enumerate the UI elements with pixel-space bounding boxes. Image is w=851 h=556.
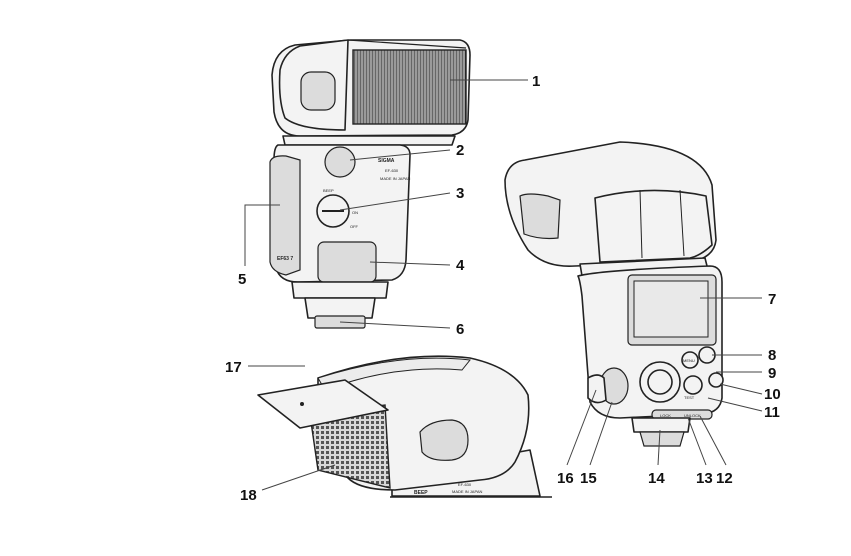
svg-text:MENU: MENU bbox=[683, 358, 695, 363]
callout-4: 4 bbox=[456, 257, 465, 274]
callout-14: 14 bbox=[648, 470, 665, 487]
on-label: ON bbox=[352, 210, 358, 215]
callout-9: 9 bbox=[768, 365, 776, 382]
test-button bbox=[684, 376, 702, 394]
brand-logo-front: SIGMA bbox=[378, 158, 395, 164]
callout-5: 5 bbox=[238, 271, 246, 288]
callout-3: 3 bbox=[456, 185, 464, 202]
callout-18: 18 bbox=[240, 487, 257, 504]
flash-tube-window bbox=[353, 50, 466, 124]
callout-7: 7 bbox=[768, 291, 776, 308]
callout-11: 11 bbox=[764, 404, 780, 421]
callout-6: 6 bbox=[456, 321, 464, 338]
callout-8: 8 bbox=[768, 347, 776, 364]
callout-2: 2 bbox=[456, 142, 464, 159]
callout-16: 16 bbox=[557, 470, 574, 487]
side-mark-text: EF63 7 bbox=[277, 256, 293, 262]
origin-text-front: MADE IN JAPAN bbox=[380, 176, 410, 181]
off-label: OFF bbox=[350, 224, 359, 229]
mode-switch bbox=[709, 373, 723, 387]
svg-text:TEST: TEST bbox=[684, 395, 695, 400]
beep-label: BEEP bbox=[323, 188, 334, 193]
callout-10: 10 bbox=[764, 386, 781, 403]
flash-rear-view: MENU TEST LOCK UNLOCK bbox=[505, 142, 723, 446]
flash-front-view: EF63 7 SIGMA EF-630 MADE IN JAPAN BEEP O… bbox=[270, 40, 470, 328]
flash-bottom-view: SIGMA EF-630 MADE IN JAPAN BEEP bbox=[258, 356, 540, 496]
callout-15: 15 bbox=[580, 470, 597, 487]
wireless-sensor bbox=[318, 242, 376, 282]
head-side-window bbox=[301, 72, 335, 110]
model-text-front: EF-630 bbox=[385, 168, 399, 173]
svg-text:MADE IN JAPAN: MADE IN JAPAN bbox=[452, 489, 482, 494]
af-assist-lamp bbox=[325, 147, 355, 177]
svg-text:BEEP: BEEP bbox=[414, 490, 428, 496]
callout-13: 13 bbox=[696, 470, 713, 487]
callout-17: 17 bbox=[225, 359, 242, 376]
callout-1: 1 bbox=[532, 73, 540, 90]
callout-12: 12 bbox=[716, 470, 733, 487]
